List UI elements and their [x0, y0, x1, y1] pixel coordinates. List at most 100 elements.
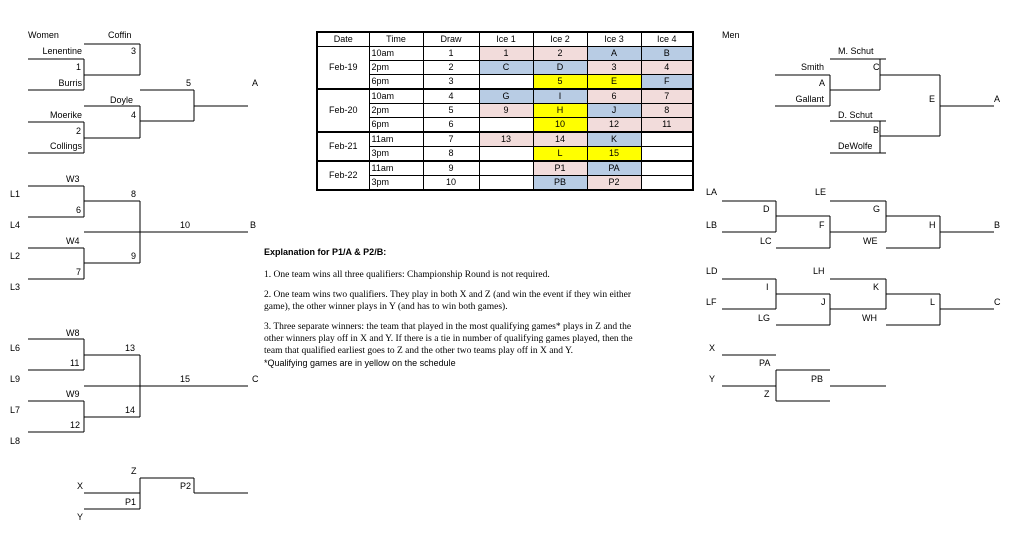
schedule-ice-2-cell: 14: [532, 131, 588, 147]
women-p2: P2: [180, 481, 192, 491]
schedule-time: 3pm: [368, 175, 424, 191]
men-team-d-schut: D. Schut: [838, 110, 873, 120]
men-game-l: L: [930, 297, 936, 307]
schedule-ice-1-cell: [478, 74, 534, 90]
schedule-time: 11am: [368, 131, 424, 147]
men-x: X: [709, 343, 716, 353]
schedule-ice-2-cell: 2: [532, 46, 588, 61]
women-game-3: 3: [131, 46, 137, 56]
men-la: LA: [706, 187, 718, 197]
women-w4: W4: [66, 236, 80, 246]
men-game-f: F: [819, 220, 825, 230]
schedule-date: Feb-22: [316, 160, 370, 191]
schedule-ice-4-cell: 8: [640, 103, 694, 118]
schedule-time: 2pm: [368, 60, 424, 75]
men-team-dewolfe: DeWolfe: [838, 141, 873, 151]
women-w9: W9: [66, 389, 80, 399]
women-team-burris: Burris: [58, 78, 82, 88]
schedule-ice-1-cell: C: [478, 60, 534, 75]
men-game-h: H: [929, 220, 936, 230]
women-game-1: 1: [76, 62, 82, 72]
schedule-ice-2-cell: 10: [532, 117, 588, 133]
schedule-col-header: Ice 1: [478, 31, 534, 47]
women-game-2: 2: [76, 126, 82, 136]
explanation: Explanation for P1/A & P2/B: 1. One team…: [264, 247, 644, 377]
explanation-note: *Qualifying games are in yellow on the s…: [264, 358, 456, 368]
men-ld: LD: [706, 266, 718, 276]
schedule-draw: 1: [422, 46, 480, 61]
schedule-time: 6pm: [368, 74, 424, 90]
women-team-coffin: Coffin: [108, 30, 132, 40]
men-team-smith: Smith: [800, 62, 824, 72]
women-game-8: 8: [131, 189, 137, 199]
schedule-draw: 6: [422, 117, 480, 133]
schedule-ice-4-cell: 4: [640, 60, 694, 75]
schedule-col-header: Time: [368, 31, 424, 47]
women-l3: L3: [10, 282, 21, 292]
schedule-col-header: Ice 2: [532, 31, 588, 47]
schedule-ice-1-cell: [478, 146, 534, 162]
explanation-point-3: 3. Three separate winners: the team that…: [264, 322, 633, 356]
schedule-ice-2-cell: 5: [532, 74, 588, 90]
women-l9: L9: [10, 374, 21, 384]
men-game-c: C: [873, 62, 880, 72]
schedule-ice-3-cell: 6: [586, 88, 642, 104]
women-game-5: 5: [186, 78, 192, 88]
schedule-ice-4-cell: [640, 146, 694, 162]
schedule-ice-3-cell: P2: [586, 175, 642, 191]
schedule-col-header: Draw: [422, 31, 480, 47]
schedule-ice-3-cell: PA: [586, 160, 642, 176]
schedule-ice-2-cell: D: [532, 60, 588, 75]
men-out-c: C: [994, 297, 1001, 307]
women-x: X: [77, 481, 84, 491]
women-game-9: 9: [131, 251, 137, 261]
women-l8: L8: [10, 436, 21, 446]
schedule-ice-2-cell: PB: [532, 175, 588, 191]
schedule-ice-2-cell: L: [532, 146, 588, 162]
schedule-ice-3-cell: J: [586, 103, 642, 118]
women-l2: L2: [10, 251, 21, 261]
schedule-ice-4-cell: [640, 131, 694, 147]
women-game-4: 4: [131, 110, 137, 120]
women-out-c: C: [252, 374, 259, 384]
schedule-ice-4-cell: 11: [640, 117, 694, 133]
women-game-6: 6: [76, 205, 82, 215]
schedule-draw: 2: [422, 60, 480, 75]
men-z: Z: [764, 389, 770, 399]
men-pa: PA: [759, 358, 771, 368]
schedule-time: 10am: [368, 46, 424, 61]
schedule-draw: 3: [422, 74, 480, 90]
schedule-ice-1-cell: [478, 160, 534, 176]
women-team-collings: Collings: [49, 141, 82, 151]
schedule-time: 2pm: [368, 103, 424, 118]
explanation-point-1: 1. One team wins all three qualifiers: C…: [264, 270, 550, 280]
men-game-e: E: [929, 94, 936, 104]
schedule-ice-1-cell: [478, 117, 534, 133]
men-game-b: B: [873, 125, 880, 135]
schedule-draw: 7: [422, 131, 480, 147]
men-le: LE: [815, 187, 827, 197]
men-wh: WH: [862, 313, 877, 323]
women-game-14: 14: [125, 405, 136, 415]
explanation-title: Explanation for P1/A & P2/B:: [264, 247, 387, 257]
men-pb: PB: [811, 374, 824, 384]
schedule-ice-3-cell: K: [586, 131, 642, 147]
men-game-d: D: [763, 204, 770, 214]
men-game-a: A: [819, 78, 826, 88]
schedule-ice-4-cell: F: [640, 74, 694, 90]
schedule-draw: 8: [422, 146, 480, 162]
women-y: Y: [77, 512, 84, 522]
schedule-ice-4-cell: [640, 175, 694, 191]
men-out-b: B: [994, 220, 1001, 230]
men-lh: LH: [813, 266, 825, 276]
schedule-draw: 10: [422, 175, 480, 191]
schedule-ice-4-cell: [640, 160, 694, 176]
schedule-time: 3pm: [368, 146, 424, 162]
schedule-date: Feb-19: [316, 46, 370, 90]
